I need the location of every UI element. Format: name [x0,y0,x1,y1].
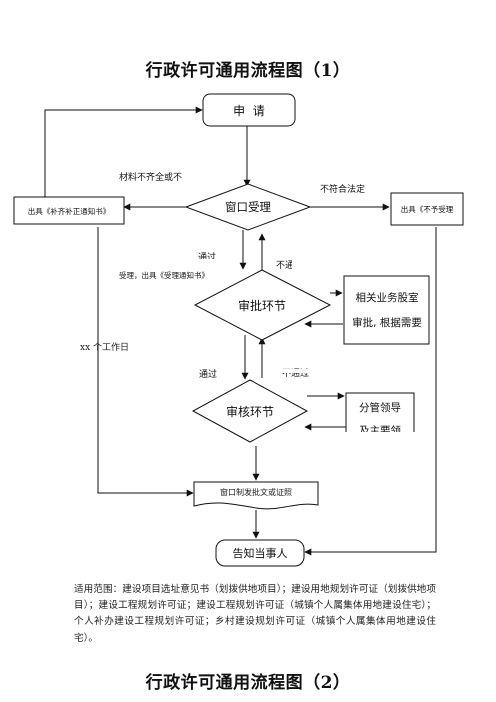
approve-node [193,269,332,341]
flowchart-title-1: 行政许可通用流程图（1） [145,61,351,81]
dept-line-2: 审批, 根据需要 [352,316,422,329]
apply-label: 申 请 [233,104,265,118]
label-workdays: xx 个工作日 [80,341,129,353]
window-issue-label: 窗口制发批文或证照 [220,487,292,497]
review-node [191,379,309,443]
window-accept-label: 窗口受理 [225,200,271,214]
label-not-pass-2-mask [280,369,320,373]
label-not-pass-1: 不通 [276,260,294,271]
label-pass-2: 通过 [199,368,217,380]
reject-notice-node [390,192,464,226]
window-accept-node [184,183,312,231]
window-issue-node [193,481,319,510]
approve-label: 审批环节 [238,298,286,313]
dept-node [343,275,430,345]
label-materials-incomplete: 材料不齐全或不 [119,171,182,183]
reject-notice-label: 出具《不予受理 [401,204,454,214]
supplement-notice-label: 出具《补齐补正通知书》 [28,206,111,216]
leader-node [345,392,415,436]
scope-paragraph: 适用范围：建设项目选址意见书（划拨供地项目）；建设用地规划许可证（划拨供地项目）… [74,584,436,644]
leader-clip-mask [340,432,420,440]
arrow-reject-to-notify [304,227,437,556]
notify-label: 告知当事人 [233,546,288,560]
leader-line-1: 分管领导 [359,401,401,414]
label-accept-notice: 受理，出具《受理通知书》 [119,270,209,280]
arrow-workdays-to-issue [97,227,194,497]
supplement-notice-node [13,196,125,225]
dept-line-1: 相关业务股室 [356,291,419,304]
review-label: 审核环节 [226,404,274,419]
flowchart-title-2: 行政许可通用流程图（2） [145,673,351,693]
label-not-pass-1-mask [292,258,304,270]
arrow-supplement-to-apply [44,106,203,197]
notify-node [215,539,305,567]
label-not-legal: 不符合法定 [320,183,365,195]
label-pass-1-mask [196,259,226,267]
apply-node [202,93,296,127]
